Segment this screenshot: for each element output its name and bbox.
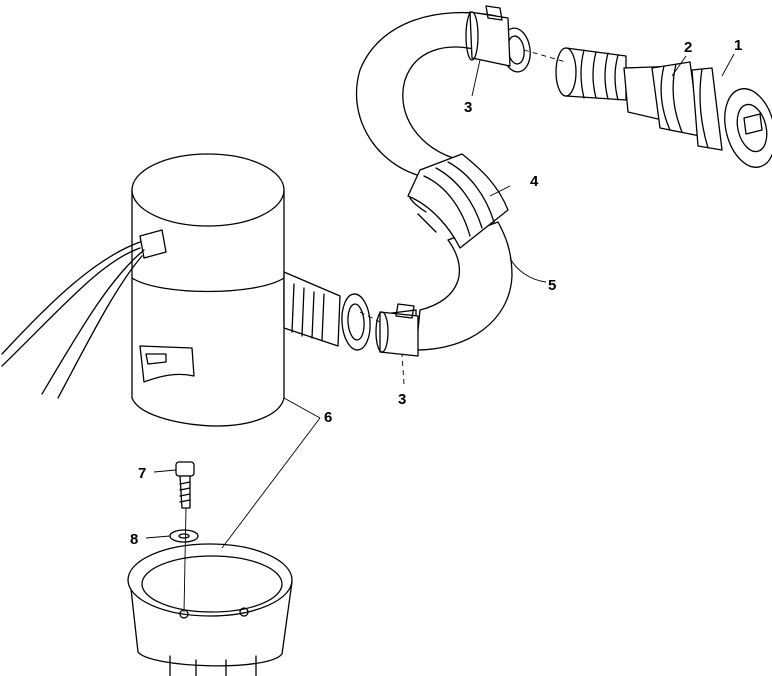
- thru-hull-fitting: [555, 47, 772, 168]
- hose-clamp-top: [465, 5, 511, 67]
- callout-3-bottom: 3: [398, 391, 406, 408]
- callout-6: 6: [324, 409, 332, 426]
- callout-2: 2: [684, 39, 692, 56]
- wire-harness: [1, 241, 145, 399]
- callout-labels: 1 2 3 4 5 3 6 7 8: [130, 37, 742, 548]
- callout-7: 7: [138, 465, 146, 482]
- corrugated-sleeve: [407, 153, 509, 249]
- callout-4: 4: [530, 173, 539, 190]
- callout-8: 8: [130, 531, 138, 548]
- callout-3-top: 3: [464, 99, 472, 116]
- pump-base: [127, 543, 293, 676]
- screw: [175, 461, 195, 509]
- hose-clamp-bottom: [375, 303, 419, 357]
- callout-1: 1: [734, 37, 742, 54]
- bilge-pump: [131, 153, 371, 427]
- leader-lines: [145, 49, 735, 613]
- washer: [169, 529, 199, 543]
- callout-5: 5: [548, 277, 556, 294]
